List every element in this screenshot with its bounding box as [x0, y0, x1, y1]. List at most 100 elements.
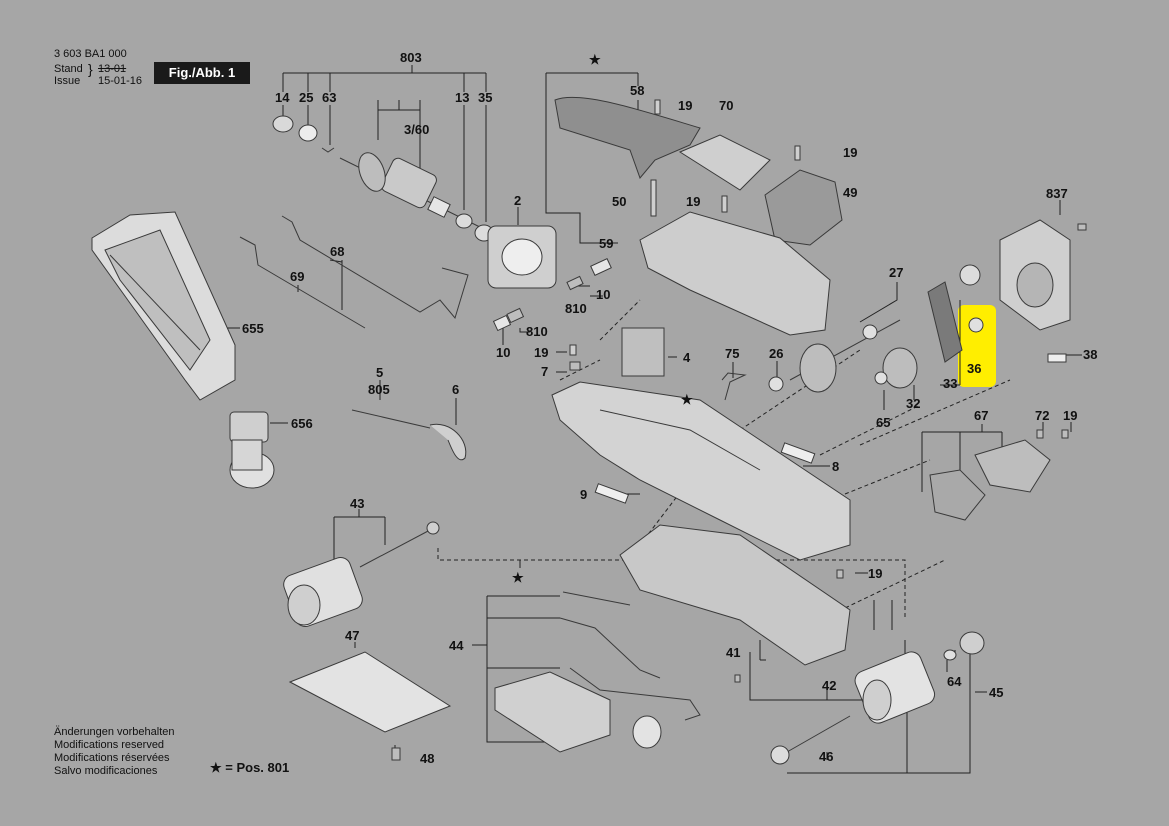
callout-58: 58 — [630, 83, 644, 98]
brace-icon: } — [88, 61, 93, 77]
callout-46: 46 — [819, 749, 833, 764]
belt-33 — [927, 281, 963, 363]
callout-26: 26 — [769, 346, 783, 361]
callout-4: 4 — [683, 350, 691, 365]
callout-65: 65 — [876, 415, 890, 430]
star-legend: ★ = Pos. 801 — [210, 760, 290, 775]
callout-47: 47 — [345, 628, 359, 643]
callout-64: 64 — [947, 674, 962, 689]
callout-2: 2 — [514, 193, 521, 208]
parts-artwork — [91, 96, 1087, 765]
callout-19a: 19 — [678, 98, 692, 113]
callout-8: 8 — [832, 459, 839, 474]
note-en: Modifications reserved — [54, 739, 165, 751]
clip-63 — [321, 147, 335, 153]
callout-67: 67 — [974, 408, 988, 423]
cover-70 — [678, 134, 771, 191]
callout-655: 655 — [242, 321, 264, 336]
note-fr: Modifications réservées — [54, 752, 170, 764]
callout-48: 48 — [420, 751, 434, 766]
housing-59 — [639, 211, 831, 336]
callout-19c: 19 — [686, 194, 700, 209]
washer-14 — [272, 115, 294, 133]
callout-25: 25 — [299, 90, 313, 105]
callout-13: 13 — [455, 90, 469, 105]
callout-810b: 810 — [526, 324, 548, 339]
callout-42: 42 — [822, 678, 836, 693]
handle-58 — [554, 96, 701, 179]
callout-19e: 19 — [1063, 408, 1077, 423]
callout-38: 38 — [1083, 347, 1097, 362]
callout-27: 27 — [889, 265, 903, 280]
modification-notes: Änderungen vorbehalten Modifications res… — [54, 726, 174, 778]
callout-656: 656 — [291, 416, 313, 431]
callout-50: 50 — [612, 194, 626, 209]
star-markers: ★ ★ ★ — [512, 52, 693, 585]
pulley-32 — [882, 347, 918, 389]
stand-label: Stand — [54, 63, 83, 75]
callout-5: 5 — [376, 365, 383, 380]
callout-19d: 19 — [534, 345, 548, 360]
housing-base — [551, 381, 851, 561]
callout-49: 49 — [843, 185, 857, 200]
callout-810a: 810 — [565, 301, 587, 316]
spring-68 — [239, 236, 366, 329]
callout-32: 32 — [906, 396, 920, 411]
figure-badge: Fig./Abb. 1 — [154, 62, 250, 84]
star-icon: ★ — [512, 570, 524, 585]
callout-43: 43 — [350, 496, 364, 511]
switch-4 — [621, 327, 665, 377]
issue-date: 15-01-16 — [98, 75, 143, 87]
callout-19f: 19 — [868, 566, 882, 581]
callout-41: 41 — [726, 645, 740, 660]
knob-67 — [929, 469, 986, 521]
callout-labels: 803 14 25 63 13 35 3/60 2 68 69 655 656 … — [242, 50, 1097, 766]
screw-48 — [391, 747, 401, 761]
callout-10a: 10 — [596, 287, 610, 302]
callout-59: 59 — [599, 236, 613, 251]
spring-69 — [281, 215, 469, 320]
callout-36: 36 — [967, 361, 981, 376]
callout-69: 69 — [290, 269, 304, 284]
callout-837: 837 — [1046, 186, 1068, 201]
callout-44: 44 — [449, 638, 464, 653]
star-icon: ★ — [589, 52, 601, 67]
callout-19b: 19 — [843, 145, 857, 160]
frame-44 — [494, 671, 611, 753]
callout-68: 68 — [330, 244, 344, 259]
part-number: 3 603 BA1 000 — [54, 48, 127, 60]
callout-63: 63 — [322, 90, 336, 105]
note-es: Salvo modificaciones — [54, 765, 158, 777]
callout-70: 70 — [719, 98, 733, 113]
issue-label: Issue — [54, 75, 81, 87]
star-icon: ★ — [681, 392, 693, 407]
washer-65 — [874, 371, 888, 385]
callout-14: 14 — [275, 90, 290, 105]
callout-803: 803 — [400, 50, 422, 65]
callout-10b: 10 — [496, 345, 510, 360]
callout-9: 9 — [580, 487, 587, 502]
plate-47 — [288, 651, 452, 733]
roller-43 — [283, 521, 440, 628]
dust-box-part — [91, 211, 236, 401]
roller-45 — [854, 651, 936, 724]
pad-38 — [1047, 353, 1067, 363]
callout-45: 45 — [989, 685, 1003, 700]
gear-26 — [799, 343, 837, 393]
note-de: Änderungen vorbehalten — [54, 726, 175, 738]
nut-36 — [968, 317, 984, 333]
callout-35: 35 — [478, 90, 492, 105]
callout-6: 6 — [452, 382, 459, 397]
baseplate-42 — [619, 524, 851, 666]
callout-75: 75 — [725, 346, 739, 361]
elbow-part — [229, 411, 275, 489]
callout-33: 33 — [943, 376, 957, 391]
callout-7: 7 — [541, 364, 548, 379]
callout-3-60: 3/60 — [404, 122, 429, 137]
cable-6 — [429, 423, 467, 461]
stand-date: 13-01 — [98, 63, 127, 75]
callout-72: 72 — [1035, 408, 1049, 423]
callout-805: 805 — [368, 382, 390, 397]
